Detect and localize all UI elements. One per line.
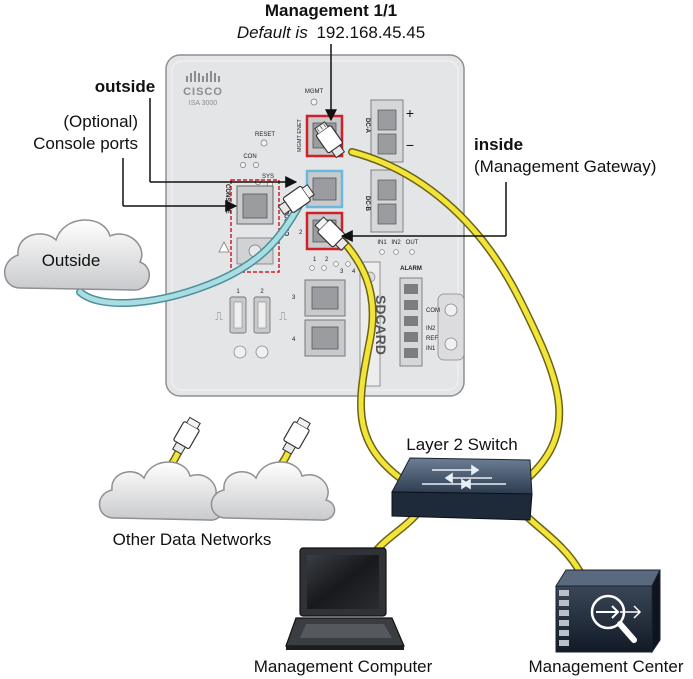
warning-icon (218, 241, 230, 253)
layer2-switch-icon (391, 457, 533, 521)
led-1-label: 1 (313, 257, 317, 263)
optional-label: (Optional) (63, 112, 138, 131)
console-ports-box (230, 179, 280, 273)
reset-button[interactable] (260, 139, 268, 147)
device-brand: CISCO (183, 86, 223, 98)
mgmt-led (310, 98, 318, 106)
rj45-plug-mgmt (314, 121, 346, 159)
management-title: Management 1/1 (265, 1, 397, 20)
alarm-in1-label: IN1 (426, 346, 436, 352)
alarm-in2-label: IN2 (426, 326, 436, 332)
management-computer-icon (285, 547, 405, 650)
cisco-logo-icon (186, 71, 220, 82)
other-data-networks-label: Other Data Networks (113, 530, 272, 549)
sdcard-label: SDCARD (373, 295, 389, 355)
rj45-plug-port1 (277, 184, 315, 216)
usb-2-label: 2 (260, 289, 264, 295)
con-led (240, 162, 246, 168)
dc-b-label: DC-B (364, 196, 370, 212)
usb-symbol-icon-2: ⎍ (279, 311, 287, 323)
management-default: Default is 192.168.45.45 (237, 23, 425, 42)
alarm-label: ALARM (400, 266, 422, 272)
con-label: CON (243, 154, 256, 160)
port-2-label: 2 (299, 230, 303, 236)
led-4-label: 4 (352, 269, 356, 275)
port-leds: 1 2 3 4 (309, 257, 356, 275)
usb-symbol-icon: ⎍ (215, 311, 223, 323)
alarm-com-label: COM (426, 308, 440, 314)
management-center-icon (555, 569, 661, 654)
data-cloud-1-icon (98, 461, 224, 521)
outside-cloud-label: Outside (42, 251, 101, 270)
sys-label: SYS (262, 174, 274, 180)
device-model: ISA 3000 (189, 100, 218, 107)
mgmt-enet-label: MGMT ENET (297, 118, 303, 152)
rj45-plug-data-2 (281, 416, 311, 455)
con-led-2 (253, 162, 259, 168)
mgmt-label: MGMT (305, 89, 324, 95)
alarm-ref-label: REF (426, 336, 438, 342)
inside-label: inside (474, 135, 523, 154)
isa3000-device: CISCO ISA 3000 MGMT MGMT ENET RESET CON … (165, 54, 465, 397)
dc-a-label: DC-A (364, 118, 370, 134)
outside-cloud-icon (3, 219, 150, 291)
port-4-label: 4 (292, 337, 296, 343)
console-ports-label: Console ports (33, 134, 138, 153)
led-2-label: 2 (325, 257, 329, 263)
console-side-label: CONSOLE (224, 184, 230, 214)
layer2-switch-label: Layer 2 Switch (406, 435, 518, 454)
management-computer-label: Management Computer (254, 657, 433, 676)
in2-label: IN2 (391, 240, 401, 246)
in1-label: IN1 (377, 240, 387, 246)
usb-1-label: 1 (236, 289, 240, 295)
data-cloud-2-icon (210, 461, 336, 521)
dc-minus-label: − (406, 137, 414, 153)
management-gateway-label: (Management Gateway) (474, 157, 656, 176)
rj45-plug-data-1 (171, 416, 201, 455)
port-3-label: 3 (292, 295, 296, 301)
dc-plus-label: + (406, 105, 414, 121)
reset-label: RESET (255, 132, 275, 138)
outside-label: outside (95, 77, 155, 96)
out-label: OUT (406, 240, 419, 246)
management-center-label: Management Center (529, 657, 684, 676)
led-3-label: 3 (340, 269, 344, 275)
